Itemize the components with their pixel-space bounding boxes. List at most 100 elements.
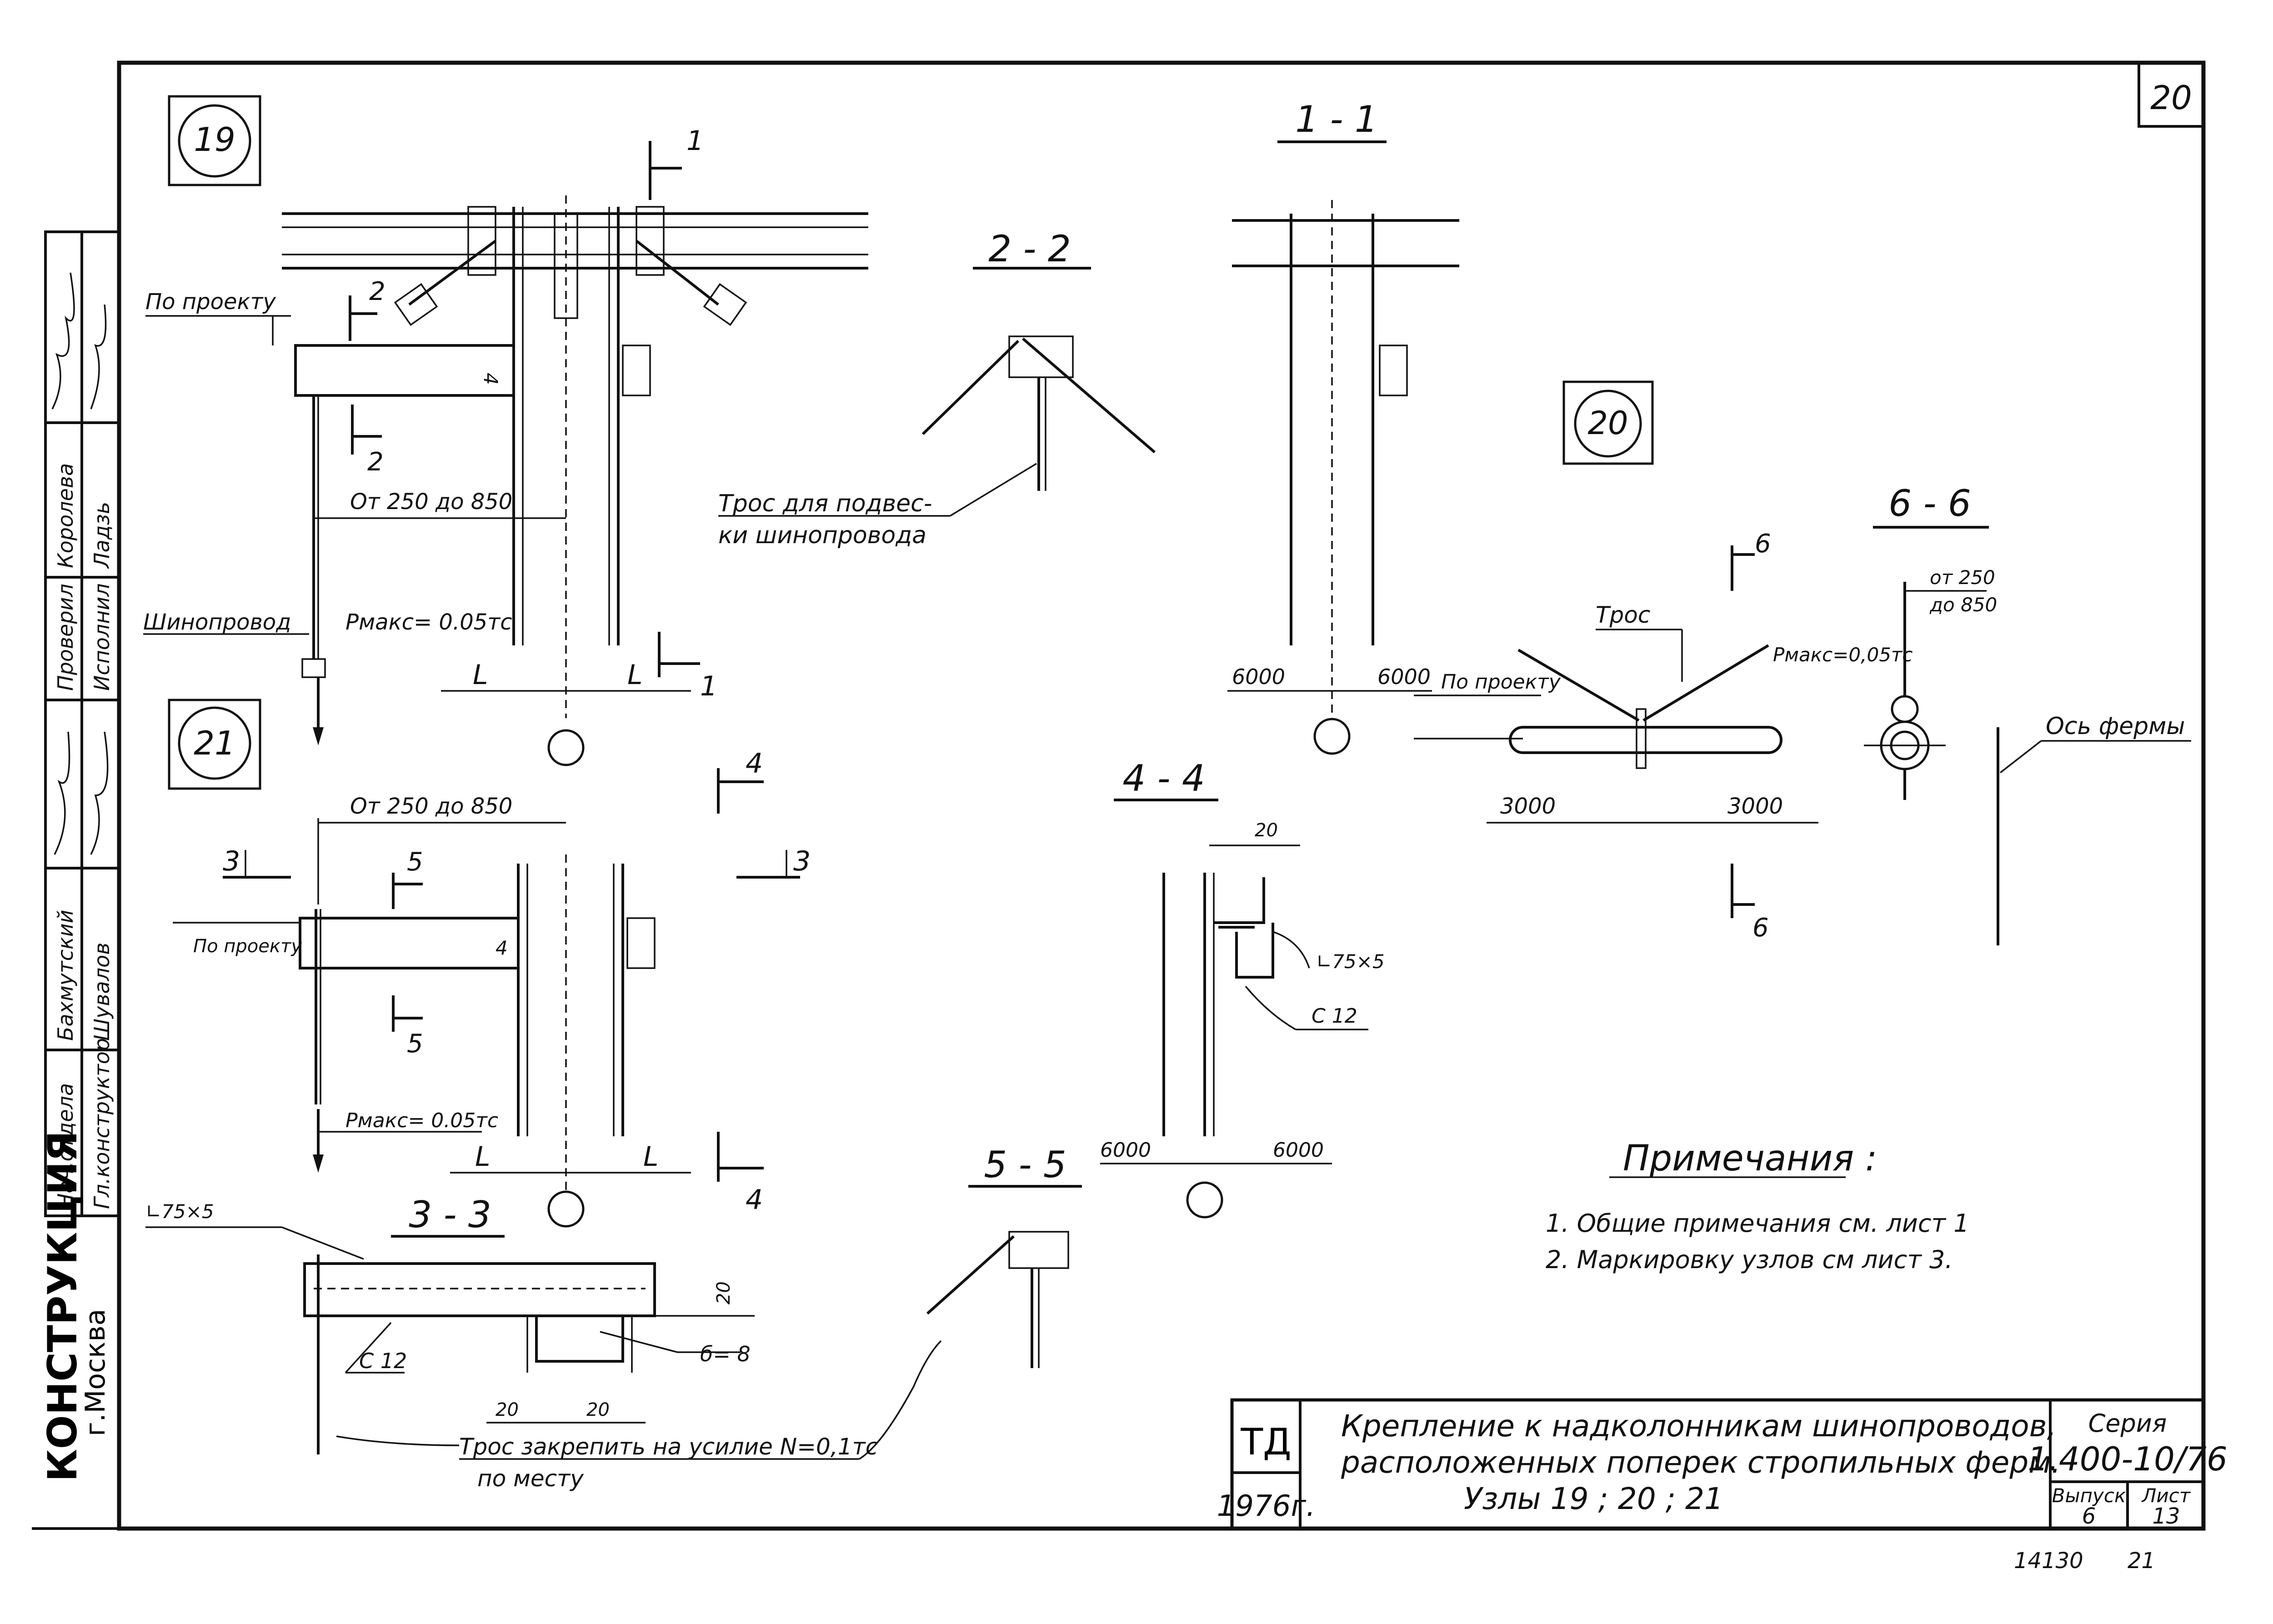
- title-block: ТД 1976г. Крепление к надколонникам шино…: [1217, 1398, 2228, 1530]
- node-21-drawing: 21 От 250 до 850 4 По проекту Pмакс= 0.0…: [168, 699, 811, 1228]
- section-4-4-dim-20: 20: [1255, 820, 1278, 841]
- section-2-2-title: 2 - 2: [988, 228, 1071, 270]
- section-2-2-tros-1: Трос для подвес-: [718, 490, 932, 517]
- stamp-role-1: Нач.отдела: [53, 1083, 78, 1209]
- stamp-org: КОНСТРУКЦИЯ: [39, 1131, 86, 1482]
- title-block-org: ТД: [1240, 1421, 1291, 1463]
- node-21-pmax: Pмакс= 0.05тс: [345, 1109, 498, 1132]
- section-4-4-dim-left: 6000: [1100, 1139, 1151, 1162]
- section-4-4-channel: С 12: [1312, 1004, 1357, 1028]
- node-21-weld: 4: [496, 937, 508, 959]
- section-1-1-dim-left: 6000: [1232, 665, 1285, 689]
- section-3-3-dim-20v: 20: [713, 1281, 734, 1304]
- side-stamp: Нач.отдела Бахмутский Гл.конструктор Шув…: [39, 230, 120, 1482]
- section-3-3-title: 3 - 3: [409, 1194, 491, 1236]
- node-20-tros: Трос: [1596, 602, 1650, 628]
- node-21-cut-3b: 3: [793, 845, 811, 877]
- section-3-3-b8: б= 8: [700, 1342, 751, 1366]
- node-20-po-proektu: По проекту: [1441, 670, 1561, 694]
- node-21-cut-5a: 5: [407, 847, 423, 877]
- signature-1: [51, 272, 107, 410]
- section-3-3-tros: Трос закрепить на усилие N=0,1тс: [459, 1434, 878, 1460]
- signature-2: [54, 731, 109, 855]
- node-19-pmax: Pмакс= 0.05тс: [345, 610, 512, 635]
- node-21-range: От 250 до 850: [350, 794, 512, 819]
- notes-item-2: 2. Маркировку узлов см лист 3.: [1546, 1245, 1953, 1274]
- node-19-cut-1b: 1: [700, 670, 717, 702]
- section-4-4-dim-right: 6000: [1273, 1139, 1324, 1162]
- section-6-6: 6 - 6 от 250 до 850 Ось фермы: [1864, 482, 2191, 945]
- node-21-cut-4a: 4: [746, 748, 763, 780]
- node-19-L-left: L: [473, 659, 488, 691]
- section-2-2: 2 - 2 Трос для подвес- ки шинопровода: [718, 228, 1156, 549]
- stamp-name-3: Королева: [53, 463, 78, 568]
- section-1-1-dim-right: 6000: [1377, 665, 1431, 689]
- section-5-5-title: 5 - 5: [984, 1144, 1066, 1186]
- node-21-L-right: L: [643, 1141, 658, 1173]
- section-3-3: 3 - 3 ∟75×5 20 С 12 б= 8 20 20 Трос закр…: [145, 1194, 942, 1492]
- section-2-2-tros-2: ки шинопровода: [718, 522, 926, 549]
- section-3-3-dim-20a: 20: [496, 1399, 519, 1420]
- node-19-po-proektu: По проекту: [145, 289, 276, 315]
- section-6-6-os-fermy: Ось фермы: [2046, 713, 2185, 740]
- bottom-mark-1: 14130: [2014, 1548, 2083, 1574]
- section-3-3-channel: С 12: [359, 1349, 407, 1373]
- node-19-cut-1: 1: [686, 125, 704, 157]
- section-4-4-angle: ∟75×5: [1316, 950, 1385, 973]
- title-block-line3: Узлы 19 ; 20 ; 21: [1464, 1481, 1723, 1516]
- title-block-line1: Крепление к надколонникам шинопроводов,: [1341, 1409, 2057, 1444]
- node-19-drawing: 19 4 1 2: [143, 95, 868, 766]
- sheet-number-box: [2138, 61, 2205, 128]
- bottom-mark-2: 21: [2128, 1548, 2155, 1574]
- section-4-4: 4 - 4 20 ∟75×5 С 12 6000 6000: [1100, 757, 1385, 1219]
- node-21-label: 21: [194, 724, 235, 762]
- section-3-3-dim-20b: 20: [586, 1399, 610, 1420]
- notes: Примечания : 1. Общие примечания см. лис…: [1546, 1138, 1969, 1274]
- node-19-label: 19: [194, 120, 235, 159]
- stamp-role-4: Исполнил: [90, 583, 114, 691]
- node-19-cut-2a: 2: [369, 277, 386, 306]
- notes-item-1: 1. Общие примечания см. лист 1: [1546, 1209, 1969, 1238]
- node-19-range: От 250 до 850: [350, 489, 512, 515]
- node-21-po-proektu: По проекту: [193, 936, 302, 957]
- section-3-3-po-mestu: по месту: [477, 1465, 584, 1492]
- title-block-issue: 6: [2082, 1504, 2096, 1529]
- node-19-weld: 4: [480, 373, 502, 385]
- section-3-3-angle: ∟75×5: [145, 1200, 214, 1223]
- section-1-1: 1 - 1 6000 6000: [1227, 98, 1459, 755]
- node-20-drawing: 20 6 6 Трос Pмакс=0,05тс По проекту 3000…: [1414, 380, 1913, 943]
- section-4-4-title: 4 - 4: [1122, 757, 1205, 800]
- section-1-1-title: 1 - 1: [1295, 98, 1378, 140]
- stamp-city: г.Москва: [80, 1309, 111, 1436]
- stamp-name-4: Ладзь: [90, 502, 114, 569]
- node-20-cut-6a: 6: [1755, 529, 1771, 559]
- node-21-cut-5b: 5: [407, 1029, 423, 1059]
- stamp-name-2: Шувалов: [90, 943, 114, 1041]
- node-20-label: 20: [1587, 405, 1628, 442]
- sheet-number: 20: [2150, 79, 2192, 117]
- section-6-6-range-b: до 850: [1929, 594, 1997, 616]
- title-block-sheet-label: Лист: [2141, 1484, 2191, 1507]
- node-19-L-right: L: [627, 659, 642, 691]
- title-block-series-label: Серия: [2088, 1409, 2167, 1438]
- node-20-dim-3000-left: 3000: [1500, 794, 1556, 819]
- section-6-6-title: 6 - 6: [1888, 482, 1971, 525]
- node-20-cut-6b: 6: [1752, 913, 1769, 943]
- title-block-issue-label: Выпуск: [2052, 1484, 2126, 1507]
- node-20-pmax: Pмакс=0,05тс: [1773, 644, 1913, 666]
- node-19-shinoprovod: Шинопровод: [143, 610, 291, 635]
- title-block-series: 1.400-10/76: [2028, 1440, 2228, 1478]
- node-21-cut-4b: 4: [746, 1184, 763, 1216]
- node-19-cut-2b: 2: [367, 447, 384, 477]
- stamp-name-1: Бахмутский: [53, 909, 78, 1041]
- node-20-dim-3000-right: 3000: [1727, 794, 1783, 819]
- node-21-L-left: L: [475, 1141, 490, 1173]
- stamp-role-2: Гл.конструктор: [90, 1038, 114, 1209]
- notes-title: Примечания :: [1623, 1138, 1877, 1179]
- title-block-line2: расположенных поперек стропильных ферм.: [1341, 1445, 2061, 1480]
- section-6-6-range-a: от 250: [1930, 566, 1995, 589]
- title-block-year: 1976г.: [1217, 1489, 1316, 1523]
- stamp-role-3: Проверил: [53, 584, 78, 691]
- section-5-5: 5 - 5: [926, 1144, 1082, 1368]
